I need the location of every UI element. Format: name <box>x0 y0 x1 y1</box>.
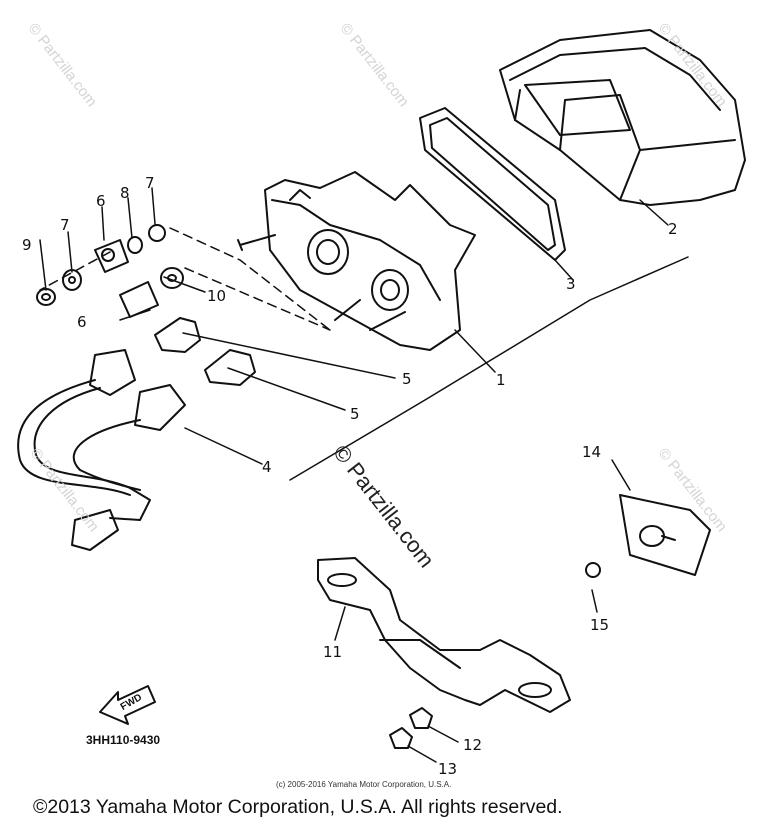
callout-12: 12 <box>463 736 483 754</box>
callout-7a: 7 <box>60 216 70 234</box>
socket-harness-part-4 <box>17 349 186 551</box>
callout-5a: 5 <box>402 370 412 388</box>
taillight-base-part-1 <box>237 171 476 351</box>
callout-2: 2 <box>668 220 678 238</box>
fwd-arrow-icon <box>99 685 156 725</box>
bulbs-part-5 <box>154 317 256 386</box>
leader-lines <box>39 187 689 763</box>
grommets-and-washers <box>36 224 184 318</box>
callout-8: 8 <box>120 184 130 202</box>
callout-10: 10 <box>207 287 227 305</box>
copyright-footer: ©2013 Yamaha Motor Corporation, U.S.A. A… <box>33 796 563 818</box>
callout-6b: 6 <box>77 313 87 331</box>
callout-6a: 6 <box>96 192 106 210</box>
nuts-part-12-13 <box>389 707 433 749</box>
callout-11: 11 <box>323 643 343 661</box>
callout-15: 15 <box>590 616 610 634</box>
gasket-part-3 <box>419 107 566 261</box>
callout-13: 13 <box>438 760 458 778</box>
callout-9: 9 <box>22 236 32 254</box>
callout-3: 3 <box>566 275 576 293</box>
callout-4: 4 <box>262 458 272 476</box>
callout-1: 1 <box>496 371 506 389</box>
license-bracket-part-11 <box>317 557 571 713</box>
license-light-part-14 <box>585 494 711 578</box>
callout-5b: 5 <box>350 405 360 423</box>
lens-housing-part-2 <box>499 29 746 206</box>
callout-7b: 7 <box>145 174 155 192</box>
callout-14: 14 <box>582 443 602 461</box>
small-copyright: (c) 2005-2016 Yamaha Motor Corporation, … <box>276 780 452 789</box>
part-code: 3HH110-9430 <box>86 733 161 747</box>
